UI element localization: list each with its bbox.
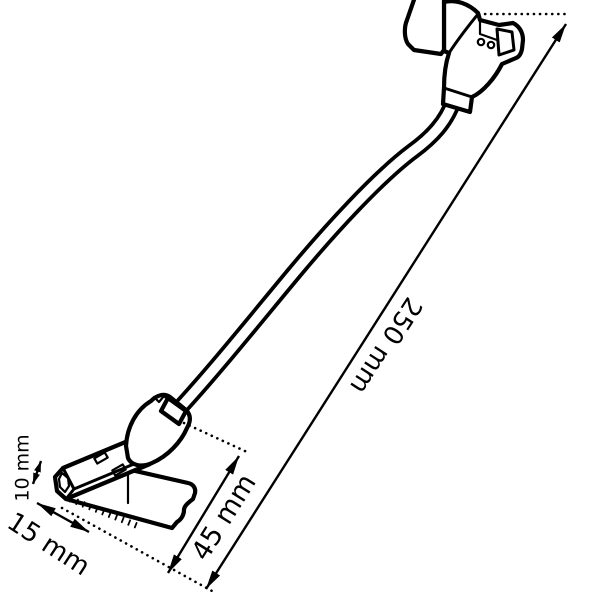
plug-cable-collar [158,395,189,427]
dimension-line-overall-length [204,23,568,590]
dimension-line-plug-height [31,460,43,485]
cable [169,93,462,419]
extension-line-plug-rear [182,421,249,454]
dimension-line-plug-width [36,501,90,534]
dimension-line-plug-length [166,455,241,574]
shield-tip-opening [57,471,71,494]
shield-hole-left [93,451,109,465]
socket-body [440,0,526,115]
usb-plug-male [52,392,198,531]
usb-socket-female [402,0,526,115]
socket-end-cap [402,0,447,57]
dimension-label-plug-height: 10 mm [12,434,34,501]
dimension-label-plug-width: 15 mm [2,507,96,582]
extension-line-plug-tip [60,506,214,593]
shield-hole-right [111,463,127,477]
strain-relief-bumps [147,394,171,405]
